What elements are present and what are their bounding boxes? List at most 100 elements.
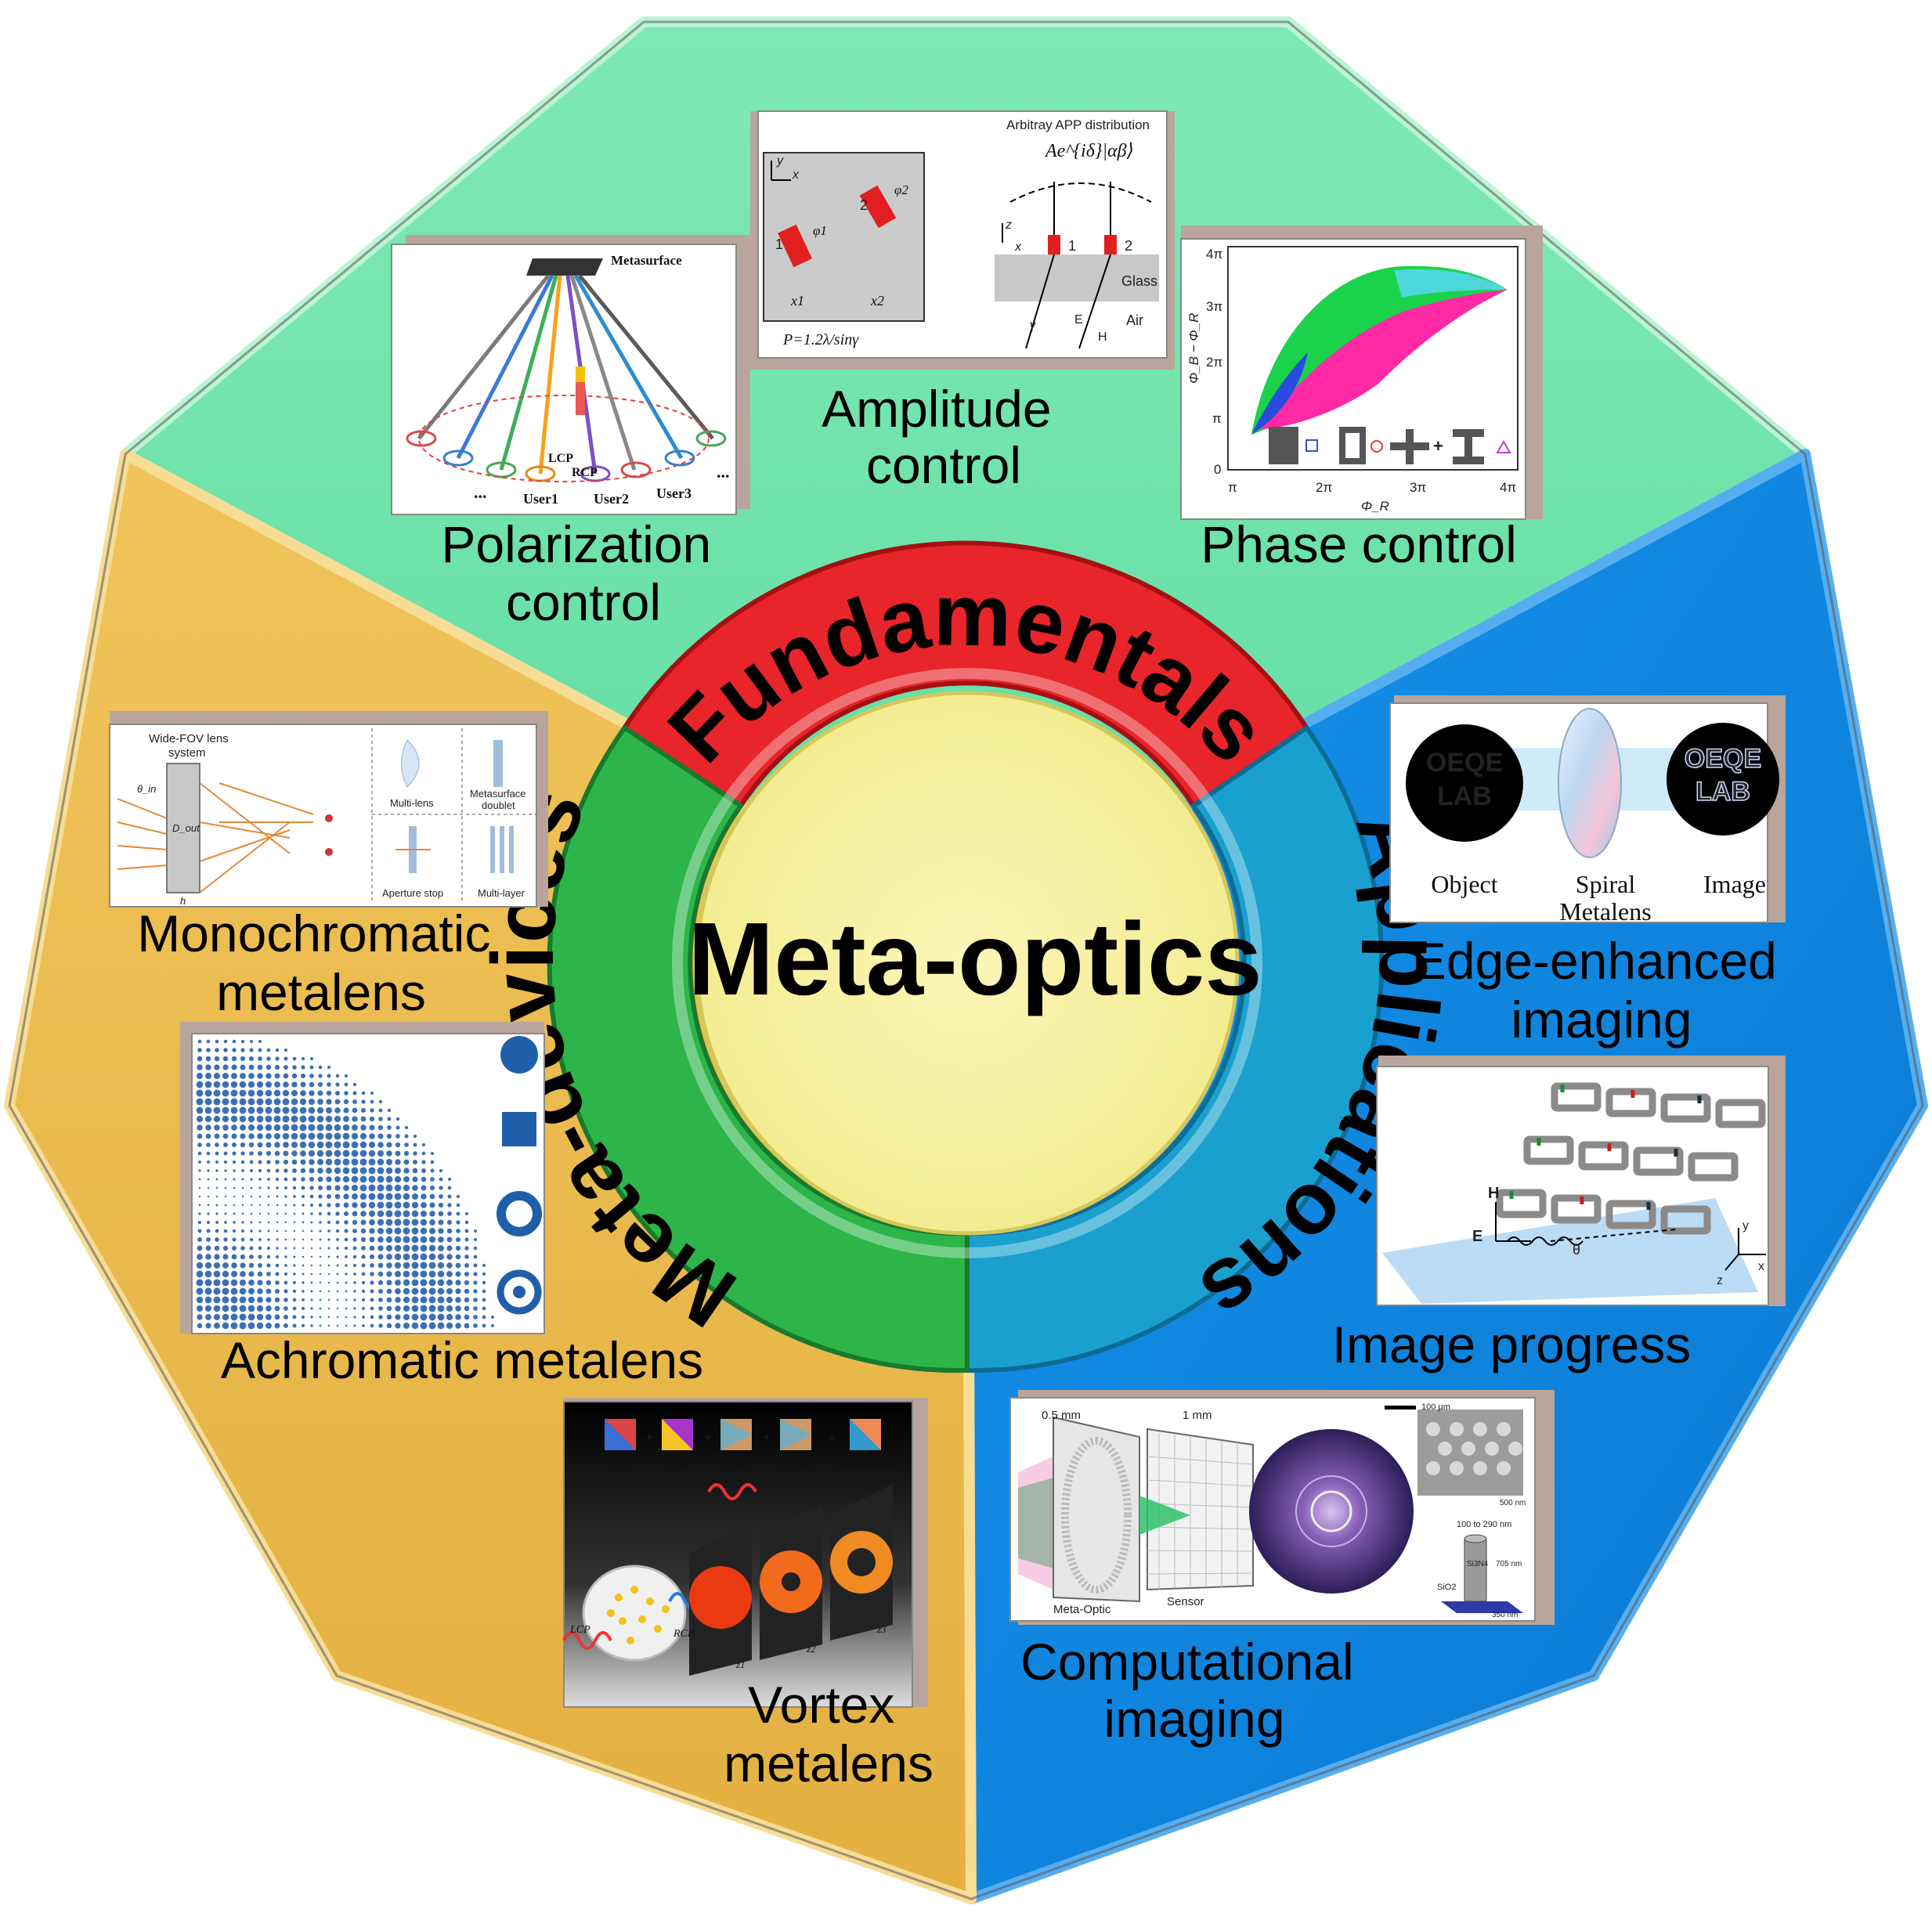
metalens-dot [473,1280,478,1285]
metalens-dot [420,1305,428,1312]
metalens-dot [394,1236,402,1243]
metalens-dot [310,1298,313,1301]
metalens-dot [403,1227,410,1235]
metalens-dot [361,1272,366,1276]
metalens-dot [345,1272,348,1276]
metalens-dot [302,1290,305,1293]
metalens-dot [334,1107,341,1114]
metalens-dot [232,1229,237,1233]
metalens-dot [266,1272,271,1276]
metalens-dot [327,1255,330,1258]
metalens-dot [240,1271,246,1277]
metalens-dot [275,1272,280,1276]
mono-aperture: Aperture stop [382,887,443,899]
metalens-dot [291,1141,298,1149]
metalens-dot [215,1178,218,1181]
metalens-dot [301,1177,305,1182]
metalens-dot [265,1124,273,1132]
progress-theta: θ [1573,1242,1580,1258]
mono-multilayer: Multi-layer [478,887,525,899]
metalens-dot [360,1211,367,1217]
metalens-dot [386,1150,392,1157]
metalens-dot [300,1159,306,1165]
metalens-dot [240,1064,246,1070]
metalens-dot [411,1296,419,1304]
progress-e: E [1472,1228,1482,1245]
metalens-dot [319,1290,322,1293]
metalens-dot [230,1296,238,1304]
phase-y-0: 0 [1214,462,1221,477]
metalens-dot [368,1158,376,1166]
amplitude-gamma: γ [1030,316,1036,332]
metalens-dot [359,1184,367,1192]
metalens-dot [302,1229,305,1233]
metalens-dot [240,1142,246,1148]
metalens-dot [231,1124,237,1131]
metalens-dot [411,1261,419,1269]
metalens-dot [336,1238,339,1241]
metalens-dot [446,1271,453,1277]
metalens-dot [310,1316,313,1319]
metalens-dot [446,1287,453,1295]
metalens-dot [386,1133,392,1139]
metalens-dot [395,1117,400,1121]
metalens-dot [196,1072,204,1080]
metalens-dot [386,1314,392,1320]
metalens-dot [455,1288,461,1294]
metalens-dot [222,1305,229,1312]
amplitude-title: Arbitray APP distribution [1006,117,1150,132]
metalens-dot [370,1315,374,1319]
metalens-dot [299,1098,307,1106]
metalens-dot [344,1091,348,1095]
metalens-dot [213,1305,221,1312]
metalens-dot [317,1090,323,1096]
phase-plus-marker: + [1433,436,1443,456]
metalens-dot [204,1106,212,1114]
metalens-dot [318,1203,323,1207]
metalens-dot [352,1099,357,1104]
metalens-dot [446,1313,453,1321]
polarization-dots-left: ... [474,482,487,502]
vortex-label: Vortex metalens [724,1676,933,1792]
metalens-dot [455,1271,461,1277]
metalens-dot [302,1264,305,1267]
metalens-dot [377,1158,385,1166]
metalens-dot [334,1185,341,1191]
metalens-dot [428,1244,436,1252]
metalens-dot [420,1322,428,1330]
metalens-dot [241,1212,244,1215]
metalens-dot [249,1246,254,1251]
metalens-dot [439,1168,443,1173]
metalens-dot [428,1279,436,1287]
metalens-dot [473,1263,478,1268]
metalens-dot [232,1039,237,1044]
metalens-dot [345,1307,348,1310]
amplitude-period: P=1.2λ/sinγ [782,331,859,348]
metalens-dot [343,1185,349,1191]
metalens-dot [275,1048,280,1052]
metalens-dot [360,1107,367,1114]
metalens-dot [230,1287,238,1295]
metalens-dot [196,1081,204,1088]
metalens-dot [196,1089,204,1097]
metalens-dot [327,1272,330,1276]
metalens-dot [197,1245,203,1251]
metalens-dot [267,1221,270,1224]
metalens-dot [378,1117,383,1121]
metalens-dot [473,1315,478,1319]
metalens-dot [325,1132,333,1140]
metalens-dot [378,1298,383,1302]
metalens-dot [403,1244,410,1252]
metalens-dot [411,1305,419,1312]
metalens-dot [428,1227,436,1235]
metalens-dot [292,1298,297,1302]
metalens-dot [395,1150,401,1157]
metalens-dot [438,1228,444,1234]
metalens-dot [267,1238,270,1241]
metalens-dot [377,1262,384,1269]
metalens-dot [300,1168,306,1174]
amplitude-formula: Ae^{iδ}|αβ⟩ [1044,141,1134,161]
metalens-dot [239,1279,247,1287]
metalens-dot [283,1298,288,1302]
metalens-dot [378,1323,383,1328]
